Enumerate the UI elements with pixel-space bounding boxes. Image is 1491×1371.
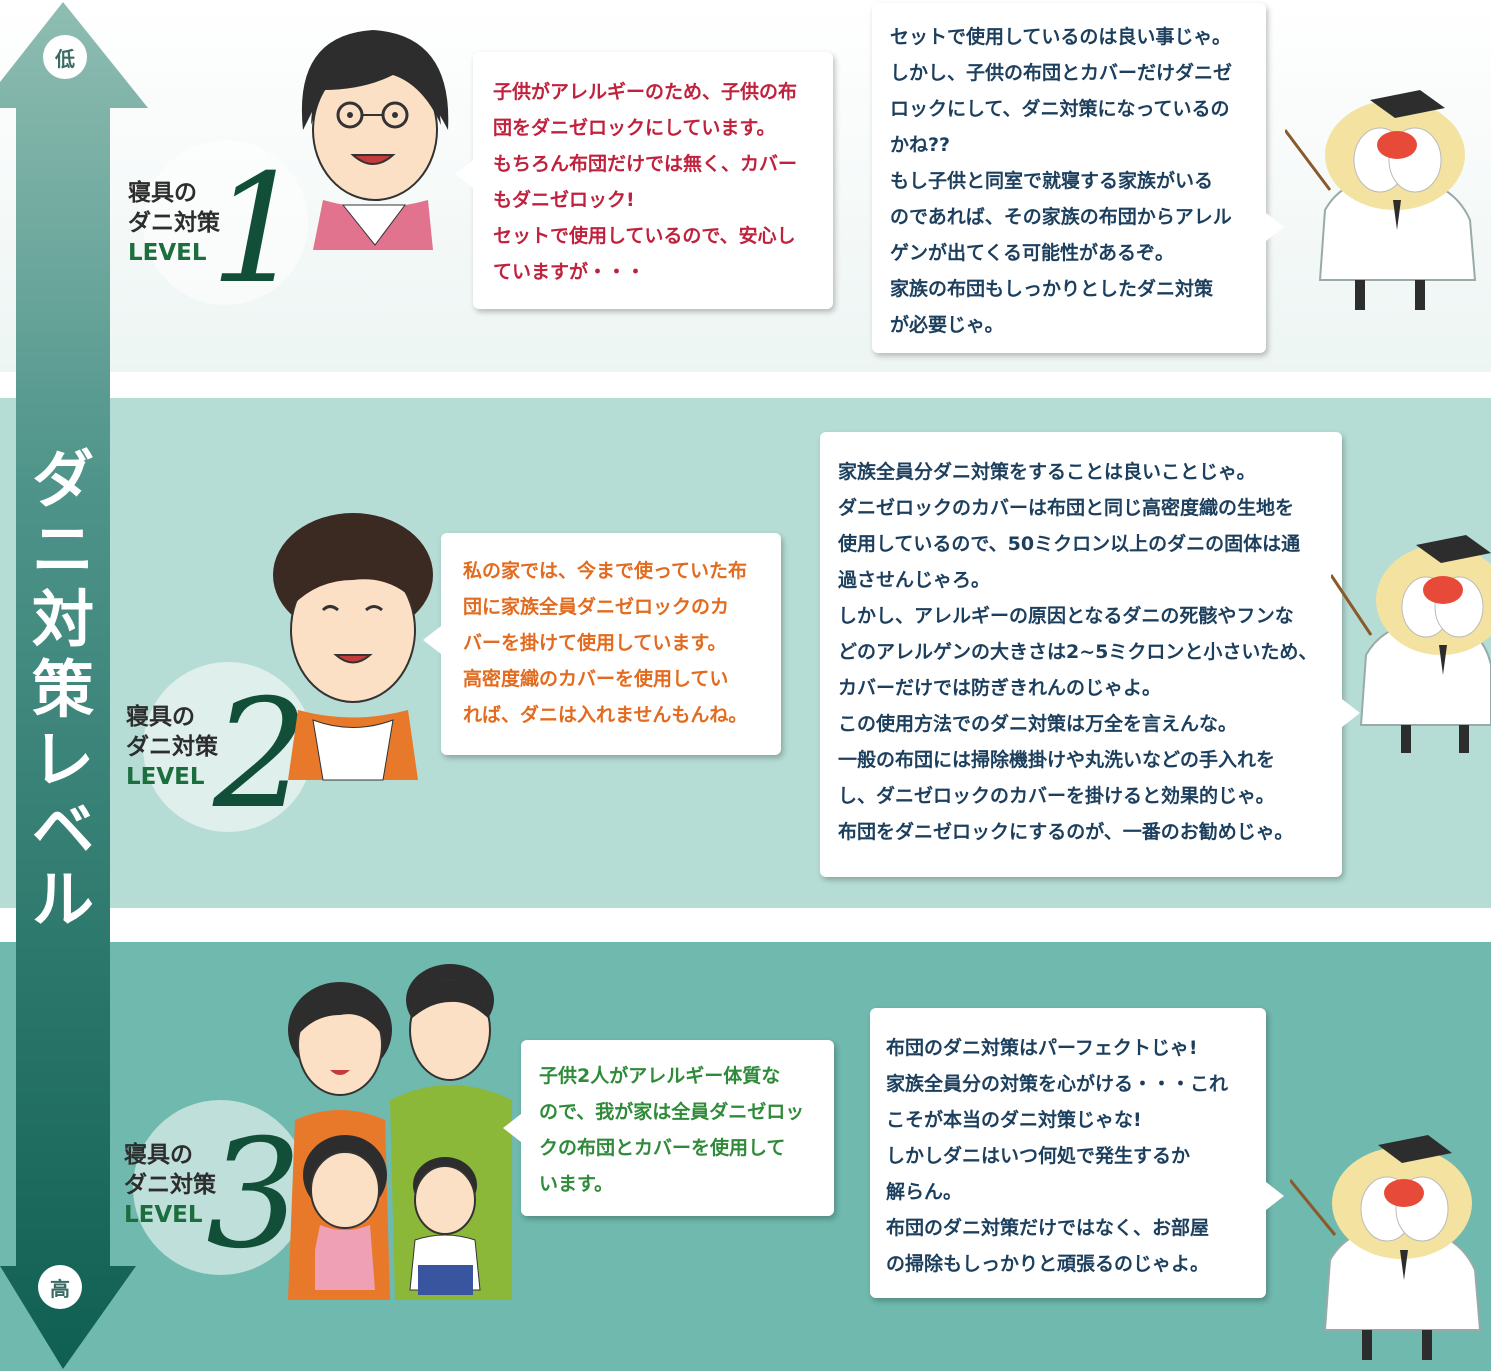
bubble-line: 家族全員分の対策を心がける・・・これ [886,1073,1229,1095]
bubble-line: 布団のダニ対策だけではなく、お部屋 [886,1217,1210,1239]
axis-low-label: 低 [43,35,87,79]
axis-title-char: ル [31,863,94,936]
bubble-line: 団をダニゼロックにしています。 [493,117,776,139]
doctor-illustration [1290,1135,1482,1360]
bubble-line: ので、我が家は全員ダニゼロッ [539,1101,805,1123]
bubble-line: 使用しているので、50ミクロン以上のダニの固体は通 [838,533,1301,555]
bubble-line: し、ダニゼロックのカバーを掛けると効果的じゃ。 [838,785,1275,807]
bubble-line: どのアレルゲンの大きさは2~5ミクロンと小さいため、 [838,641,1318,663]
level-3-doctor-bubble: 布団のダニ対策はパーフェクトじゃ! 家族全員分の対策を心がける・・・これ こそが… [870,1008,1284,1298]
badge-level-word: LEVEL [126,764,205,790]
doctor-illustration [1285,90,1477,310]
bubble-line: かね?? [890,134,951,156]
bubble-line: セットで使用しているので、安心し [493,225,796,247]
bubble-line: セットで使用しているのは良い事じゃ。 [890,26,1232,48]
axis-arrow [0,2,148,1369]
bubble-line: れば、ダニは入れませんもんね。 [463,704,748,726]
bubble-line: が必要じゃ。 [890,314,1004,336]
bubble-line: カバーだけでは防ぎきれんのじゃよ。 [838,677,1162,699]
badge-level-word: LEVEL [124,1202,203,1228]
bubble-line: ダニゼロックのカバーは布団と同じ高密度織の生地を [838,497,1295,519]
family-illustration [288,964,512,1300]
axis-title-char: 対 [31,583,94,656]
level-1-person-bubble: 子供がアレルギーのため、子供の布 団をダニゼロックにしています。 もちろん布団だ… [455,52,833,309]
bubble-line: います。 [539,1173,614,1195]
bubble-line: バーを掛けて使用しています。 [463,632,727,654]
bubble-line: もちろん布団だけでは無く、カバー [493,153,798,175]
axis-title-char: ベ [31,793,94,866]
level-number: 1 [210,143,306,317]
bubble-line: のであれば、その家族の布団からアレル [890,206,1232,228]
bubble-line: 団に家族全員ダニゼロックのカ [463,596,730,618]
bubble-line: ゲンが出てくる可能性があるぞ。 [890,242,1175,264]
bubble-line: 高密度織のカバーを使用してい [463,668,729,690]
bubble-line: こそが本当のダニ対策じゃな! [886,1109,1142,1131]
doctor-illustration [1331,535,1491,753]
bubble-line: 子供がアレルギーのため、子供の布 [493,81,798,103]
bubble-line: クの布団とカバーを使用して [539,1137,786,1159]
bubble-line: 布団をダニゼロックにするのが、一番のお勧めじゃ。 [838,821,1294,843]
badge-label: ダニ対策 [124,1172,216,1198]
bubble-line: ていますが・・・ [493,261,646,283]
badge-label: ダニ対策 [128,210,220,236]
badge-label: 寝具の [124,1142,193,1168]
axis-high-label: 高 [38,1265,82,1309]
axis-title-char: レ [31,723,94,796]
level-1-badge: 寝具の ダニ対策 LEVEL 1 [118,140,318,320]
bubble-line: 子供2人がアレルギー体質な [539,1065,781,1087]
axis-title-char: 策 [31,653,94,726]
level-axis: 低 高 ダ ニ 対 策 レ ベ ル [0,0,150,1371]
bubble-line: ロックにして、ダニ対策になっているの [890,98,1230,120]
axis-title: ダ ニ 対 策 レ ベ ル [28,445,98,935]
bubble-line: しかしダニはいつ何処で発生するか [886,1145,1191,1167]
bubble-line: しかし、アレルギーの原因となるダニの死骸やフンな [838,605,1294,627]
badge-label: 寝具の [128,180,197,206]
level-number: 3 [206,1108,302,1282]
bubble-line: 私の家では、今まで使っていた布 [463,560,748,582]
mother-illustration [301,30,449,250]
level-3-badge: 寝具の ダニ対策 LEVEL 3 [118,1100,318,1290]
bubble-line: この使用方法でのダニ対策は万全を言えんな。 [838,713,1238,735]
bubble-line: もダニゼロック! [493,189,635,211]
level-3-person-bubble: 子供2人がアレルギー体質な ので、我が家は全員ダニゼロッ クの布団とカバーを使用… [503,1040,834,1216]
bubble-line: 一般の布団には掃除機掛けや丸洗いなどの手入れを [838,749,1276,771]
badge-label: ダニ対策 [126,734,218,760]
bubble-line: 過させんじゃろ。 [838,569,991,591]
bubble-line: の掃除もしっかりと頑張るのじゃよ。 [886,1253,1210,1275]
level-1-doctor-bubble: セットで使用しているのは良い事じゃ。 しかし、子供の布団とカバーだけダニゼ ロッ… [872,3,1284,353]
badge-label: 寝具の [126,704,195,730]
bubble-line: 家族の布団もしっかりとしたダニ対策 [890,278,1214,300]
level-2-doctor-bubble: 家族全員分ダニ対策をすることは良いことじゃ。 ダニゼロックのカバーは布団と同じ高… [820,432,1360,877]
bubble-line: もし子供と同室で就寝する家族がいる [890,170,1214,192]
badge-level-word: LEVEL [128,240,207,266]
bubble-line: しかし、子供の布団とカバーだけダニゼ [890,62,1233,84]
bubble-line: 解らん。 [886,1181,963,1203]
bubble-line: 布団のダニ対策はパーフェクトじゃ! [886,1037,1198,1059]
woman-illustration [273,513,433,781]
axis-title-char: ダ [31,443,94,516]
axis-title-char: ニ [31,513,94,586]
bubble-line: 家族全員分ダニ対策をすることは良いことじゃ。 [838,461,1256,483]
level-2-person-bubble: 私の家では、今まで使っていた布 団に家族全員ダニゼロックのカ バーを掛けて使用し… [423,533,781,755]
